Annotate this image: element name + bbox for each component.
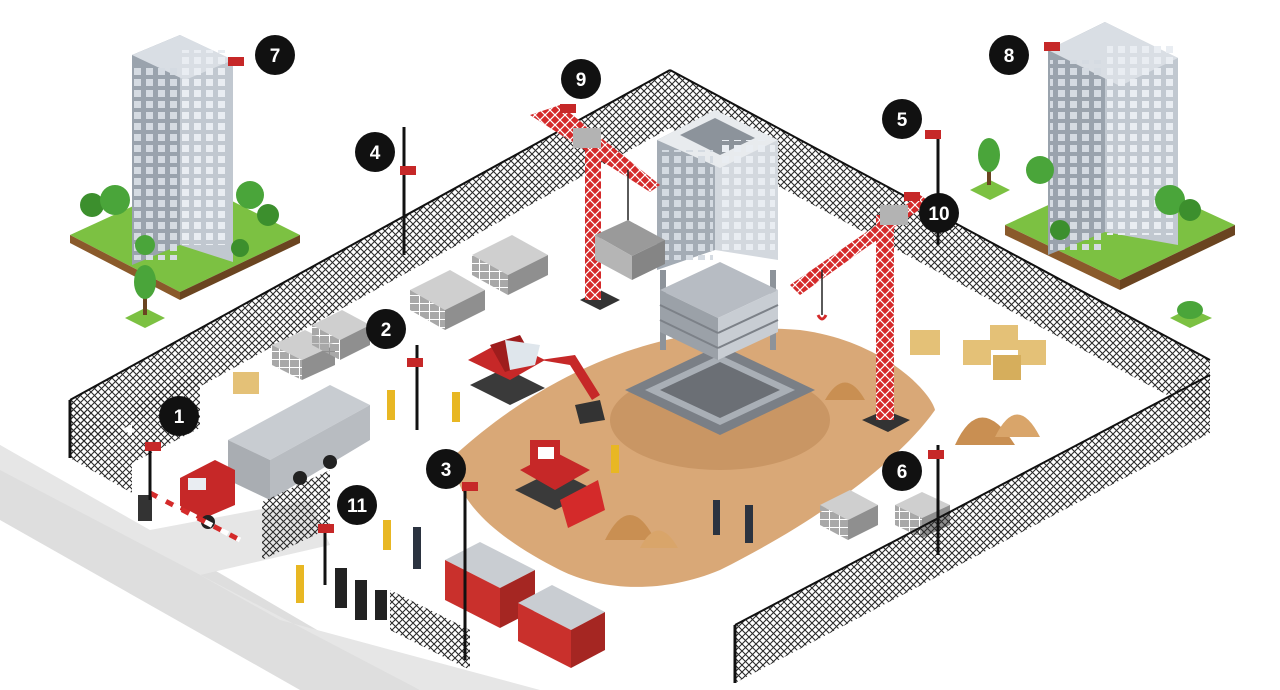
small-trees <box>125 138 1212 328</box>
concrete-block-pallets <box>272 235 950 540</box>
site-cabins <box>445 542 605 668</box>
marker-4[interactable]: 4 <box>355 132 395 172</box>
marker-5-label: 5 <box>897 110 908 131</box>
marker-11-label: 11 <box>347 496 368 517</box>
camera-markers: 1 2 3 4 5 6 7 8 <box>159 35 1029 525</box>
marker-1-label: 1 <box>174 407 185 428</box>
marker-9[interactable]: 9 <box>561 59 601 99</box>
marker-5[interactable]: 5 <box>882 99 922 139</box>
marker-7[interactable]: 7 <box>255 35 295 75</box>
tower-crane-left <box>530 105 665 310</box>
building-floors-under-construction <box>659 262 779 360</box>
marker-10-label: 10 <box>928 204 949 225</box>
camera-icon <box>1044 42 1060 51</box>
turnstiles <box>335 568 387 620</box>
sand-piles <box>605 382 1040 548</box>
camera-icon <box>228 57 244 66</box>
camera-icon <box>560 104 576 113</box>
marker-10[interactable]: 10 <box>919 193 959 233</box>
camera-icon <box>145 442 161 451</box>
marker-6-label: 6 <box>897 462 908 483</box>
marker-6[interactable]: 6 <box>882 451 922 491</box>
marker-3-label: 3 <box>441 460 452 481</box>
camera-icon <box>904 192 920 201</box>
perimeter-fence-front <box>68 370 1211 683</box>
bulldozer <box>515 440 605 528</box>
marker-7-label: 7 <box>270 46 281 67</box>
camera-icon <box>318 524 334 533</box>
tower-crane-right <box>790 195 930 432</box>
entrance-barrier <box>138 490 242 543</box>
camera-icon <box>400 166 416 175</box>
building-right <box>1005 22 1235 290</box>
camera-icon <box>407 358 423 367</box>
container-truck <box>180 385 370 529</box>
marker-1[interactable]: 1 <box>159 396 199 436</box>
workers <box>296 390 753 603</box>
road <box>0 445 540 690</box>
marker-2-label: 2 <box>381 320 392 341</box>
camera-icon <box>925 130 941 139</box>
building-left <box>70 35 300 300</box>
marker-4-label: 4 <box>370 143 381 164</box>
suspended-tower-block <box>657 110 778 270</box>
excavator <box>468 335 605 424</box>
marker-8[interactable]: 8 <box>989 35 1029 75</box>
marker-8-label: 8 <box>1004 46 1015 67</box>
marker-3[interactable]: 3 <box>426 449 466 489</box>
marker-9-label: 9 <box>576 70 587 91</box>
marker-2[interactable]: 2 <box>366 309 406 349</box>
camera-icon <box>462 482 478 491</box>
wooden-crates <box>233 325 1046 394</box>
excavation-pit <box>625 345 815 435</box>
camera-icon <box>928 450 944 459</box>
marker-11[interactable]: 11 <box>337 485 377 525</box>
